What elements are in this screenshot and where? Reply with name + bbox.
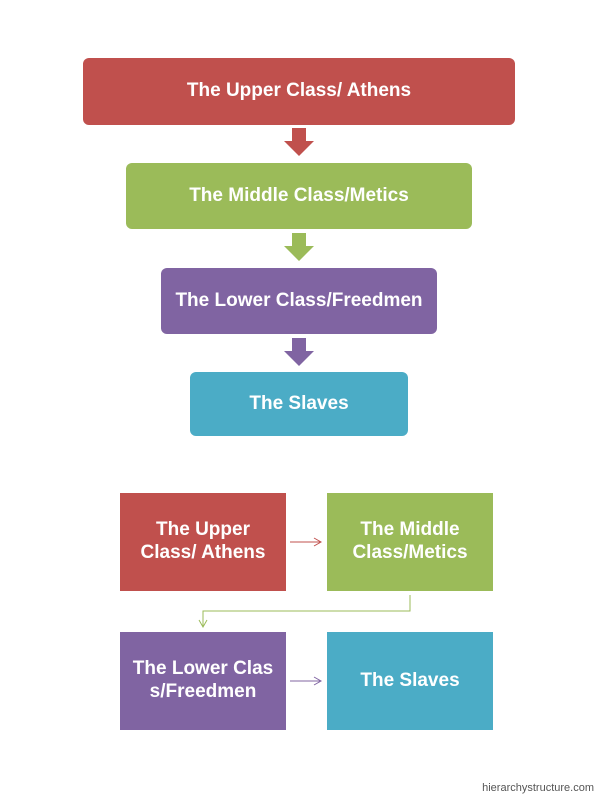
grid-lower-class-box: The Lower Class/Freedmen	[120, 632, 286, 730]
middle-class-label: The Middle Class/Metics	[189, 184, 409, 206]
grid-upper-class-label: The Upper Class/ Athens	[140, 519, 266, 563]
connector-upper-to-middle	[290, 537, 323, 547]
lower-class-box: The Lower Class/Freedmen	[161, 268, 437, 334]
slaves-box: The Slaves	[190, 372, 408, 436]
upper-class-label: The Upper Class/ Athens	[186, 80, 412, 102]
grid-middle-class-box: The Middle Class/Metics	[327, 493, 493, 591]
grid-middle-class-label: The Middle Class/Metics	[352, 519, 468, 563]
down-arrow-3	[284, 338, 314, 366]
watermark: hierarchystructure.com	[482, 782, 594, 794]
down-arrow-2	[284, 233, 314, 261]
connector-middle-to-lower	[198, 595, 411, 629]
grid-upper-class-box: The Upper Class/ Athens	[120, 493, 286, 591]
middle-class-box: The Middle Class/Metics	[126, 163, 472, 229]
lower-class-label: The Lower Class/Freedmen	[175, 289, 423, 311]
slaves-label: The Slaves	[249, 392, 349, 414]
down-arrow-1	[284, 128, 314, 156]
grid-slaves-box: The Slaves	[327, 632, 493, 730]
grid-lower-class-label: The Lower Class/Freedmen	[132, 658, 274, 702]
grid-slaves-label: The Slaves	[360, 669, 460, 691]
upper-class-box: The Upper Class/ Athens	[83, 58, 515, 125]
connector-lower-to-slaves	[290, 676, 323, 686]
